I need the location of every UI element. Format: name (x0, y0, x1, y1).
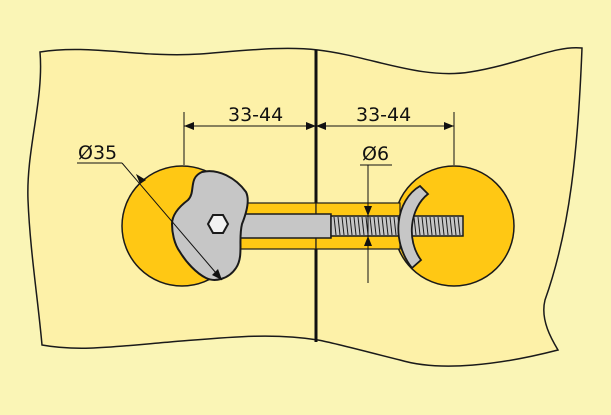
thread-line (345, 216, 349, 236)
thread-line (457, 216, 461, 236)
thread-line (437, 216, 441, 236)
bolt-dia-arrow-bottom (364, 236, 372, 246)
thread-line (425, 216, 429, 236)
thread-line (445, 216, 449, 236)
thread-line (377, 216, 381, 236)
thread-line (417, 216, 421, 236)
thread-line (421, 216, 425, 236)
c-washer (397, 184, 430, 270)
thread-line (349, 216, 353, 236)
bolt-shank (235, 213, 332, 239)
thread-line (441, 216, 445, 236)
thread-line (361, 216, 365, 236)
bolt-diameter-label: Ø6 (362, 143, 389, 165)
thread-line (389, 216, 393, 236)
thread-line (393, 216, 397, 236)
thread-line (385, 216, 389, 236)
thread-line (453, 216, 457, 236)
hole-dia-arrow-b (212, 269, 222, 280)
thread-line (429, 216, 433, 236)
thread-line (449, 216, 453, 236)
thread-line (413, 216, 417, 236)
dim-left-arrow-a (184, 122, 194, 130)
left-distance-label: 33-44 (228, 104, 283, 126)
thread-line (333, 216, 337, 236)
dim-right-arrow-b (444, 122, 454, 130)
hole-dia-leader (121, 162, 223, 281)
bolt-dia-arrow-top (364, 206, 372, 216)
hole-diameter-label: Ø35 (78, 142, 117, 164)
thread-line (357, 216, 361, 236)
hex-socket (206, 214, 230, 234)
thread-line (369, 216, 373, 236)
hole-dia-arrow-a (136, 174, 146, 184)
thread-line (381, 216, 385, 236)
thread-line (433, 216, 437, 236)
thread-line (337, 216, 341, 236)
thread-line (353, 216, 357, 236)
dim-left-arrow-b (306, 122, 316, 130)
right-distance-label: 33-44 (356, 104, 411, 126)
thread-line (373, 216, 377, 236)
dim-right-arrow-a (316, 122, 326, 130)
thread-line (341, 216, 345, 236)
